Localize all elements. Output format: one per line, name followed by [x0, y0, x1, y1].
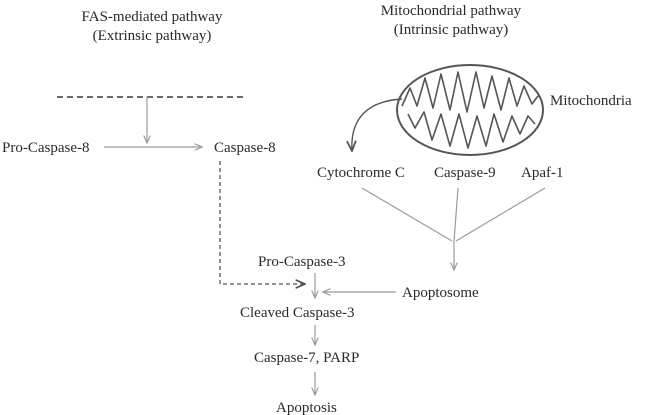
caspase-7-parp-label: Caspase-7, PARP	[254, 350, 359, 366]
apaf-1-label: Apaf-1	[521, 165, 563, 181]
mitochondrion-icon	[396, 64, 544, 156]
cytochrome-c-to-junction-line	[361, 187, 453, 242]
mitochondria-label: Mitochondria	[550, 93, 632, 109]
pro-caspase-3-label: Pro-Caspase-3	[258, 254, 345, 270]
cleaved-caspase-3-label: Cleaved Caspase-3	[240, 305, 355, 321]
caspase-8-label: Caspase-8	[214, 140, 276, 156]
mitochondria-to-cytochrome-c-arrow	[352, 98, 403, 151]
pro-caspase-8-label: Pro-Caspase-8	[2, 140, 89, 156]
caspase-8-to-cleavage-dashed-arrow	[219, 161, 305, 284]
caspase-9-label: Caspase-9	[434, 165, 496, 181]
cytochrome-c-label: Cytochrome C	[317, 165, 405, 181]
extrinsic-pathway-title: FAS-mediated pathway	[82, 9, 223, 25]
apoptosome-label: Apoptosome	[402, 285, 479, 301]
apoptosis-label: Apoptosis	[276, 400, 337, 415]
extrinsic-pathway-subtitle: (Extrinsic pathway)	[93, 28, 212, 44]
caspase-9-to-junction-line	[453, 187, 459, 242]
apaf-1-to-junction-line	[455, 187, 546, 242]
intrinsic-pathway-title: Mitochondrial pathway	[381, 3, 522, 19]
intrinsic-pathway-subtitle: (Intrinsic pathway)	[394, 22, 509, 38]
